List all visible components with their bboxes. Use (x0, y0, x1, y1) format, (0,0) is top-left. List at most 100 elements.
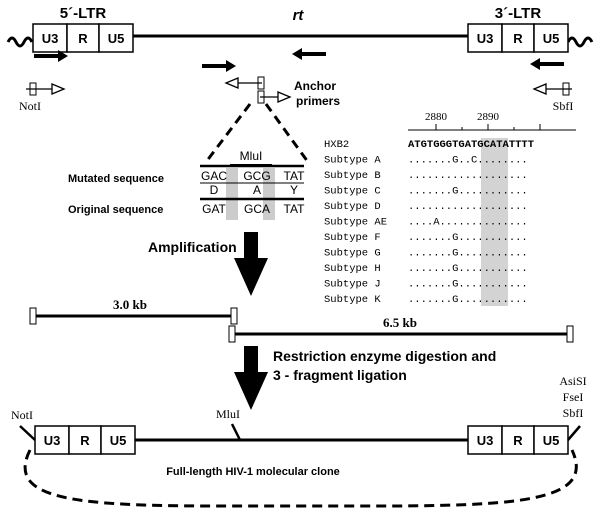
amplification-arrow-shaft (244, 232, 258, 260)
sbfi-label: SbfI (553, 99, 574, 113)
mutated-codon-1: GAC (201, 169, 227, 183)
fragment-1-left-tag (29, 307, 37, 325)
ltr3-u5-box (533, 23, 569, 53)
fragment-2-size: 6.5 kb (383, 315, 417, 330)
anchor-primers: Anchor primers (224, 76, 340, 108)
sequence-alignment: 2880 2890 HXB2 ATGTGGGTGATGCATATTTT Subtyp… (324, 111, 576, 306)
mutated-sequence-label: Mutated sequence (68, 173, 164, 185)
original-sequence-label: Original sequence (68, 204, 163, 216)
codon-highlight-2 (263, 168, 275, 220)
tick-label-2890: 2890 (477, 111, 500, 123)
amplification-step: Amplification (148, 232, 268, 296)
reverse-primer-arrow-2 (530, 58, 564, 70)
digestion-label-line1: Restriction enzyme digestion and (273, 348, 496, 364)
amplification-arrow-head (234, 258, 268, 296)
alignment-row-name: Subtype J (324, 279, 381, 291)
amino-acid-2: A (253, 183, 261, 197)
clone-ltr5-r-label: R (80, 433, 90, 448)
alignment-row-sequence: ....A.............. (408, 217, 528, 229)
clone-ltr3-u5-box (533, 425, 569, 455)
alignment-row-sequence: .......G........... (408, 294, 528, 306)
clone-asisi-label: AsiSI (559, 374, 586, 388)
clone-ltr3-r-label: R (513, 433, 523, 448)
alignment-row-sequence: .......G........... (408, 263, 528, 275)
clone-ltr5-r-box (68, 425, 102, 455)
original-codon-3: TAT (284, 202, 306, 216)
tick-label-2880: 2880 (425, 111, 448, 123)
noti-label: NotI (19, 99, 41, 113)
alignment-row-name: HXB2 (324, 139, 349, 151)
alignment-row-name: Subtype D (324, 201, 381, 213)
reverse-primer-arrow-1 (292, 48, 326, 60)
ltr5-r-label: R (78, 31, 88, 46)
left-wavy-end (6, 36, 34, 48)
noti-open-arrow (26, 83, 66, 95)
noti-primer: NotI (19, 82, 66, 113)
original-codon-2: GCA (244, 202, 270, 216)
digestion-arrow-head (234, 372, 268, 410)
anchor-left-open-arrow (224, 77, 262, 89)
right-wavy-end (566, 36, 594, 48)
mutated-codon-2: GCG (243, 169, 270, 183)
alignment-row-sequence: ................... (408, 201, 528, 213)
clone-ltr5-u5-box (100, 425, 136, 455)
forward-primer-arrow-1 (34, 50, 68, 62)
alignment-row-sequence: .......G..C........ (408, 155, 528, 167)
clone-noti-label: NotI (11, 408, 33, 422)
mutated-codon-3: TAT (284, 169, 306, 183)
fragment-1-right-tag (230, 307, 238, 325)
clone-caption: Full-length HIV-1 molecular clone (166, 466, 340, 478)
amino-acid-3: Y (290, 183, 298, 197)
alignment-row-name: Subtype H (324, 263, 381, 275)
mlui-site-tick (230, 423, 242, 441)
alignment-row-name: Subtype B (324, 170, 381, 182)
alignment-row-sequence: .......G........... (408, 248, 528, 260)
clone-ltr5-u3-label: U3 (44, 433, 61, 448)
anchor-label-line1: Anchor (294, 79, 336, 93)
anchor-right-open-arrow (260, 91, 292, 103)
ltr5-u3-label: U3 (42, 31, 59, 46)
clone-mlui-label: MluI (216, 407, 240, 421)
alignment-row-sequence: .......G........... (408, 186, 528, 198)
ltr3-u5-label: U5 (543, 31, 560, 46)
sbfi-site-tick (567, 425, 581, 441)
alignment-row-name: Subtype A (324, 155, 381, 167)
plasmid-backbone-dashed (23, 449, 578, 508)
forward-primer-arrow-2 (202, 60, 236, 72)
clone-fsei-label: FseI (563, 390, 584, 404)
noti-site-tick (19, 425, 36, 441)
alignment-row-sequence: .......G........... (408, 232, 528, 244)
mutation-panel: MluI Mutated sequence GAC GCG TAT D A Y … (68, 103, 310, 220)
digestion-label-line2: 3 - fragment ligation (273, 367, 407, 383)
zoom-dash-right (264, 103, 310, 163)
sbfi-primer: SbfI (532, 82, 574, 113)
top-construct: U3 R U5 5´-LTR U3 R U5 3´-LTR rt (6, 5, 594, 53)
ltr5-u5-label: U5 (108, 31, 125, 46)
alignment-row-sequence: ATGTGGGTGATGCATATTTT (408, 139, 534, 151)
fragment-1-size: 3.0 kb (113, 297, 147, 312)
mlui-site-label: MluI (240, 149, 263, 163)
fragment-2-left-tag (228, 325, 236, 343)
alignment-row-name: Subtype G (324, 248, 381, 260)
digestion-step: Restriction enzyme digestion and 3 - fra… (234, 346, 496, 410)
alignment-row-name: Subtype C (324, 186, 381, 198)
ltr5-u5-box (98, 23, 134, 53)
primer-arrows: NotI SbfI Anchor primers (19, 48, 573, 113)
alignment-row-sequence: ................... (408, 170, 528, 182)
clone-ltr3-u5-label: U5 (543, 433, 560, 448)
sbfi-open-arrow (532, 83, 572, 95)
amplification-label: Amplification (148, 239, 237, 255)
ruler-ticks (435, 124, 541, 130)
molecular-clone: U3 R U5 U3 R U5 NotI MluI AsiSI FseI Sbf… (11, 374, 587, 508)
rt-label: rt (293, 7, 305, 24)
ltr3-u3-label: U3 (477, 31, 494, 46)
alignment-rows: HXB2 ATGTGGGTGATGCATATTTT Subtype A.......… (324, 139, 534, 306)
digestion-arrow-shaft (244, 346, 258, 374)
anchor-label-line2: primers (296, 94, 340, 108)
alignment-row-name: Subtype K (324, 294, 381, 306)
clone-sbfi-label: SbfI (563, 406, 584, 420)
alignment-row-sequence: .......G........... (408, 279, 528, 291)
ltr5-title: 5´-LTR (60, 5, 107, 22)
alignment-highlight-column (481, 138, 508, 306)
